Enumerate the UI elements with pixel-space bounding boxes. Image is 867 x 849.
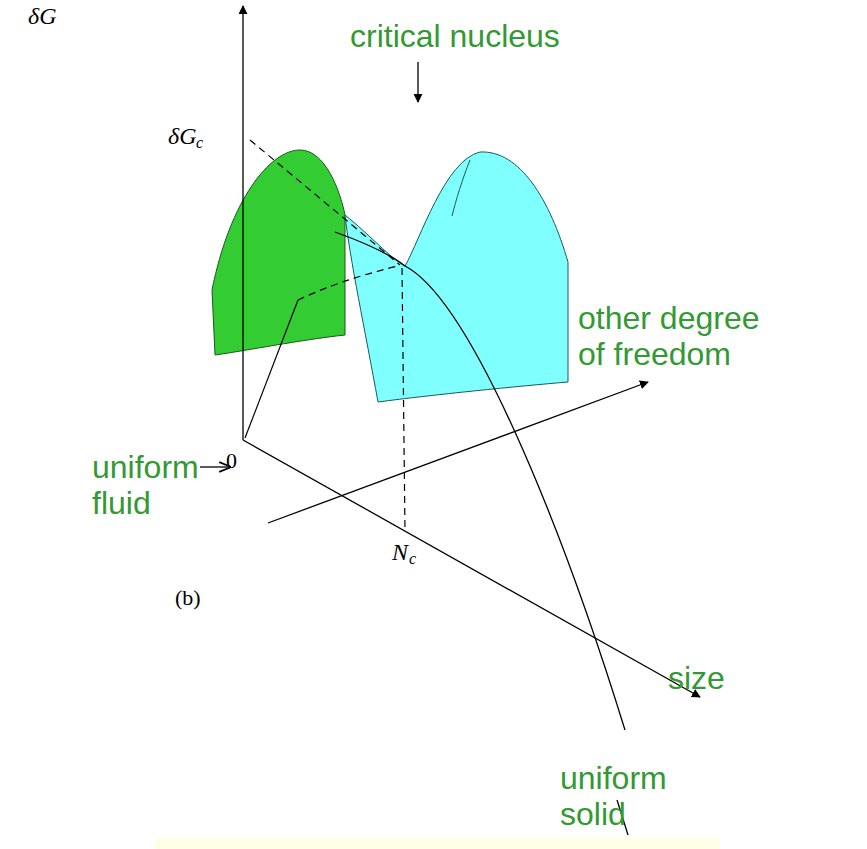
dof-axis <box>268 382 648 523</box>
fluid-pointer <box>200 466 230 467</box>
origin-label: 0 <box>226 448 237 474</box>
ridge-line <box>452 160 470 216</box>
cyan-saddle <box>345 152 568 402</box>
axis-caption: other degree of freedom <box>578 300 793 372</box>
panel-label: (b) <box>175 585 201 611</box>
callout-text: uniform fluid <box>92 449 200 521</box>
energy-axis <box>242 6 243 440</box>
level-guide <box>250 140 400 265</box>
callout-text: uniform solid <box>560 760 690 832</box>
nucleus-pointer <box>417 62 418 102</box>
size-axis <box>243 440 700 697</box>
subscript: c <box>409 550 416 568</box>
axis-value: δG <box>168 122 197 150</box>
fluid-path <box>245 300 298 438</box>
callout-text: critical nucleus <box>350 18 560 54</box>
bottom-strip <box>155 838 720 849</box>
axis-value: N <box>392 538 408 566</box>
axis-caption: size <box>668 660 725 696</box>
green-cap <box>212 150 345 355</box>
nc-guide <box>402 268 405 531</box>
axis-label: δG <box>28 2 57 30</box>
hidden-path <box>298 266 398 300</box>
subscript: c <box>196 134 203 152</box>
